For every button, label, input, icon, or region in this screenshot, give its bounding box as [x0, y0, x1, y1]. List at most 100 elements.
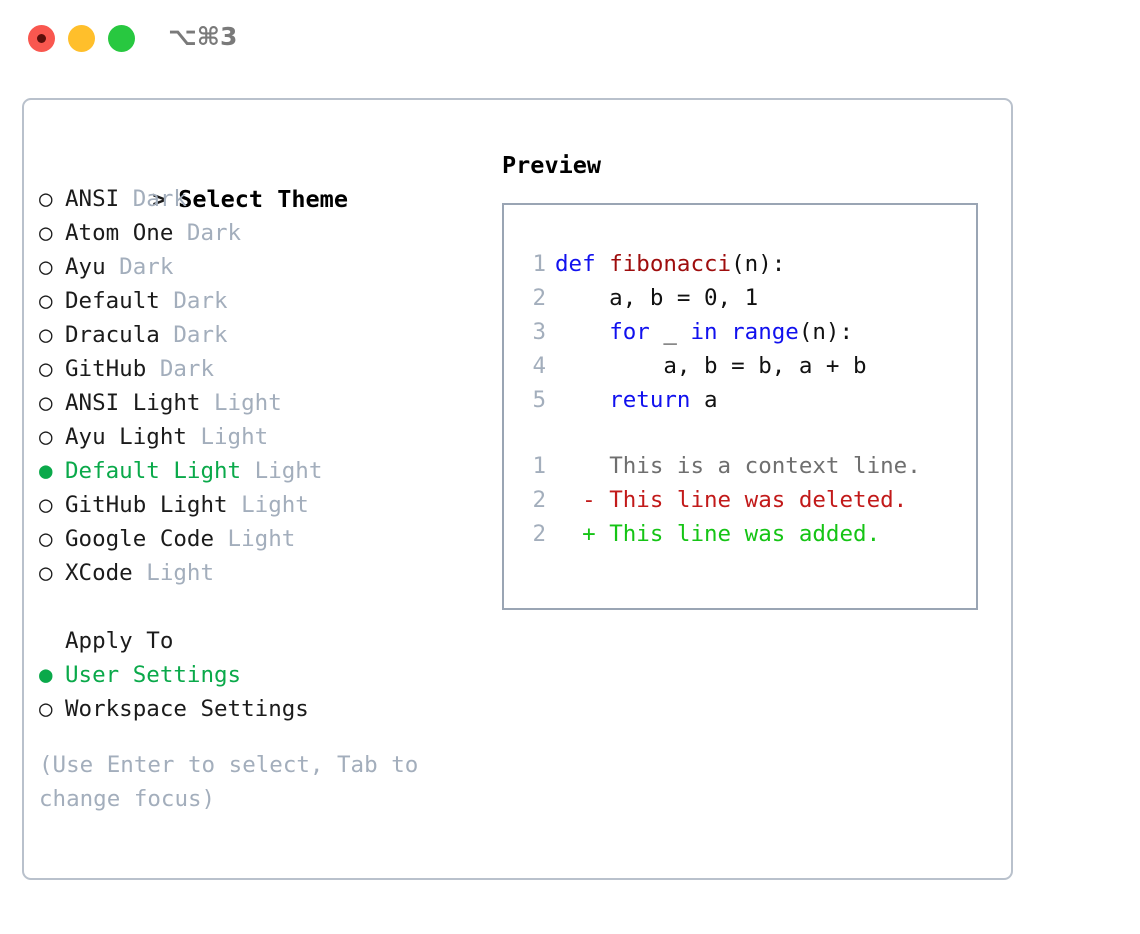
theme-list-item[interactable]: ○ Default Dark [39, 284, 489, 318]
diff-marker: + [555, 521, 610, 547]
code-token: (n): [798, 319, 854, 345]
preview-heading: Preview [502, 151, 602, 179]
theme-list-item[interactable]: ○ Atom One Dark [39, 216, 489, 250]
theme-name-label: GitHub Light [65, 492, 228, 518]
theme-variant-label: Dark [159, 322, 228, 348]
theme-list-item[interactable]: ○ XCode Light [39, 556, 489, 590]
diff-line: 1 This is a context line. [516, 449, 970, 483]
theme-variant-label: Light [132, 560, 215, 586]
keyboard-hint-text: (Use Enter to select, Tab to change focu… [39, 752, 419, 812]
theme-name-label: GitHub [65, 356, 147, 382]
radio-unselected-icon: ○ [39, 322, 67, 348]
theme-name-label: Default [65, 288, 160, 314]
code-token: a, b = 0, 1 [555, 285, 759, 311]
theme-variant-label: Light [200, 390, 282, 416]
code-token: range [731, 319, 799, 345]
title-bar: ⌥⌘3 [0, 0, 1140, 78]
theme-list-item[interactable]: ○ ANSI Dark [39, 182, 489, 216]
theme-list-item[interactable]: ● Default Light Light [39, 454, 489, 488]
theme-name-label: Google Code [65, 526, 215, 552]
diff-gap [516, 417, 970, 449]
code-token: return [609, 387, 691, 413]
theme-list-item[interactable]: ○ Dracula Dark [39, 318, 489, 352]
line-number: 2 [532, 521, 546, 547]
code-token: a [690, 387, 718, 413]
minimize-button[interactable] [68, 25, 95, 52]
line-number: 1 [532, 453, 546, 479]
radio-unselected-icon: ○ [39, 288, 67, 314]
theme-variant-label: Light [214, 526, 296, 552]
radio-unselected-icon: ○ [39, 526, 67, 552]
radio-unselected-icon: ○ [39, 696, 67, 722]
theme-list-item[interactable]: ○ GitHub Light Light [39, 488, 489, 522]
theme-list-item[interactable]: ○ Ayu Light Light [39, 420, 489, 454]
diff-line: 2 + This line was added. [516, 517, 970, 551]
prompt-caret-icon: > [152, 185, 181, 213]
radio-unselected-icon: ○ [39, 220, 67, 246]
code-line: 5 return a [516, 383, 970, 417]
theme-variant-label: Dark [105, 254, 174, 280]
diff-sample: 1 This is a context line. 2 - This line w… [516, 449, 970, 551]
theme-picker-heading-label: Select Theme [178, 185, 348, 213]
traffic-light-buttons [28, 25, 135, 52]
theme-list-item[interactable]: ○ Ayu Dark [39, 250, 489, 284]
code-token: (n): [731, 251, 786, 277]
code-token [718, 319, 732, 345]
radio-unselected-icon: ○ [39, 254, 67, 280]
radio-unselected-icon: ○ [39, 186, 67, 212]
theme-list-item[interactable]: ○ Google Code Light [39, 522, 489, 556]
code-token: in [690, 319, 718, 345]
theme-variant-label: Light [241, 458, 323, 484]
theme-list-item[interactable]: ○ GitHub Dark [39, 352, 489, 386]
line-number: 1 [532, 251, 546, 277]
theme-picker-column: > Select Theme ○ ANSI Dark○ Atom One Dar… [39, 148, 489, 816]
line-number: 2 [532, 285, 546, 311]
theme-variant-label: Light [227, 492, 309, 518]
apply-to-item[interactable]: ○ Workspace Settings [39, 692, 489, 726]
code-line: 4 a, b = b, a + b [516, 349, 970, 383]
apply-to-label: Workspace Settings [65, 696, 309, 722]
code-line: 1 def fibonacci(n): [516, 247, 970, 281]
line-number: 2 [532, 487, 546, 513]
theme-variant-label: Dark [146, 356, 215, 382]
line-number: 3 [532, 319, 546, 345]
keyboard-shortcut-label: ⌥⌘3 [168, 22, 238, 51]
radio-unselected-icon: ○ [39, 356, 67, 382]
line-number: 5 [532, 387, 546, 413]
code-token: fibonacci [609, 251, 732, 277]
code-token: def [555, 251, 610, 277]
theme-list-item[interactable]: ○ ANSI Light Light [39, 386, 489, 420]
radio-unselected-icon: ○ [39, 492, 67, 518]
theme-name-label: Dracula [65, 322, 160, 348]
radio-selected-icon: ● [39, 458, 67, 484]
code-token: for [609, 319, 650, 345]
zoom-button[interactable] [108, 25, 135, 52]
apply-to-heading: Apply To [65, 628, 174, 654]
main-panel: > Select Theme ○ ANSI Dark○ Atom One Dar… [22, 98, 1013, 880]
theme-name-label: Ayu Light [65, 424, 187, 450]
code-token [555, 319, 609, 345]
theme-picker-heading: > Select Theme [39, 148, 489, 213]
diff-text: This line was deleted. [609, 487, 908, 513]
theme-variant-label: Dark [159, 288, 228, 314]
theme-variant-label: Dark [173, 220, 242, 246]
radio-unselected-icon: ○ [39, 560, 67, 586]
radio-unselected-icon: ○ [39, 424, 67, 450]
apply-to-item[interactable]: ● User Settings [39, 658, 489, 692]
code-token [555, 387, 609, 413]
list-spacer [39, 590, 489, 624]
diff-text: This line was added. [609, 521, 881, 547]
close-button[interactable] [28, 25, 55, 52]
theme-name-label: XCode [65, 560, 133, 586]
code-token: a, b = b, a + b [555, 353, 867, 379]
apply-to-label: User Settings [65, 662, 242, 688]
theme-name-label: ANSI Light [65, 390, 201, 416]
code-line: 2 a, b = 0, 1 [516, 281, 970, 315]
apply-to-list: ● User Settings○ Workspace Settings [39, 658, 489, 726]
theme-name-label: Ayu [65, 254, 106, 280]
diff-marker: - [555, 487, 610, 513]
